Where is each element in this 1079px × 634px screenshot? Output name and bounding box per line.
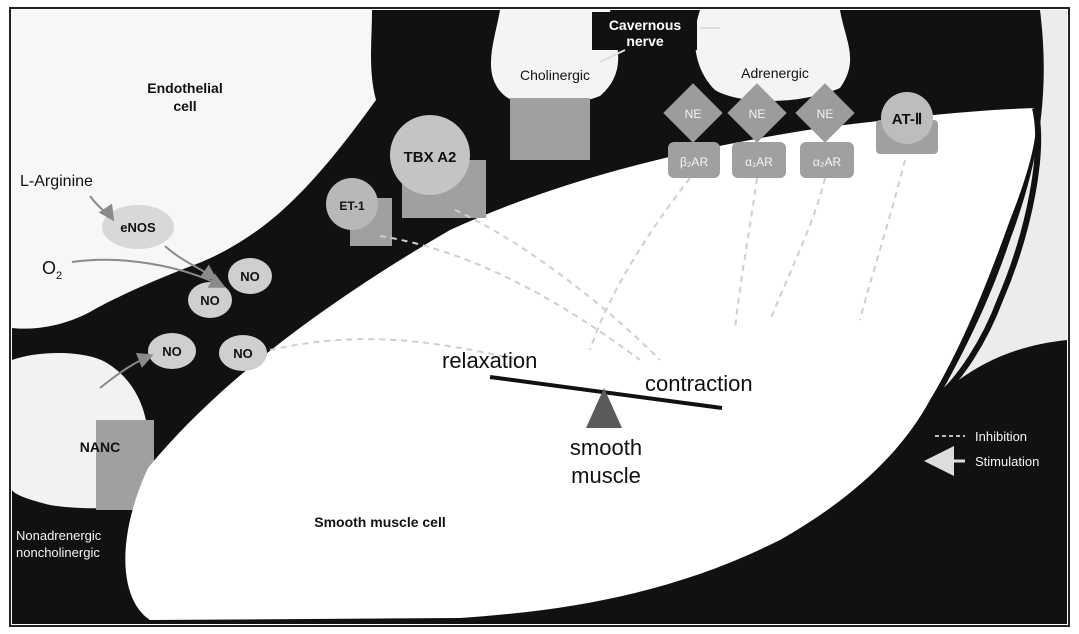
no-label-1: NO (240, 269, 260, 284)
smooth-muscle-label-1: smooth (570, 435, 642, 460)
enos-label: eNOS (120, 220, 156, 235)
l-arginine-label: L-Arginine (20, 173, 93, 190)
smooth-muscle-label-2: muscle (571, 463, 641, 488)
cholinergic-label: Cholinergic (520, 67, 590, 83)
legend-inhibition-label: Inhibition (975, 429, 1027, 444)
adrenergic-label: Adrenergic (741, 65, 809, 81)
nanc-full-label-1: Nonadrenergic (16, 528, 102, 543)
nanc-label: NANC (80, 439, 120, 455)
alpha2-ar-label: α₂AR (813, 155, 842, 169)
beta-ar-label: β₂AR (680, 155, 709, 169)
at2-label: AT-Ⅱ (892, 111, 922, 128)
ne-label-1: NE (685, 107, 702, 121)
tbxa2-label: TBX A2 (404, 149, 457, 166)
endothelial-label-2: cell (173, 98, 196, 114)
endothelial-label-1: Endothelial (147, 80, 222, 96)
no-label-3: NO (162, 344, 182, 359)
cavernous-label-1: Cavernous (609, 17, 682, 33)
et1-label: ET-1 (339, 199, 365, 213)
alpha1-ar-label: α₁AR (745, 155, 773, 169)
relaxation-label: relaxation (442, 348, 537, 373)
contraction-label: contraction (645, 371, 753, 396)
ne-label-3: NE (817, 107, 834, 121)
no-label-2: NO (200, 293, 220, 308)
ne-label-2: NE (749, 107, 766, 121)
no-label-4: NO (233, 346, 253, 361)
cavernous-label-2: nerve (626, 33, 664, 49)
cholinergic-junction (510, 98, 590, 160)
legend-stimulation-label: Stimulation (975, 454, 1039, 469)
nanc-full-label-2: noncholinergic (16, 545, 100, 560)
smooth-muscle-cell-label: Smooth muscle cell (314, 514, 445, 530)
